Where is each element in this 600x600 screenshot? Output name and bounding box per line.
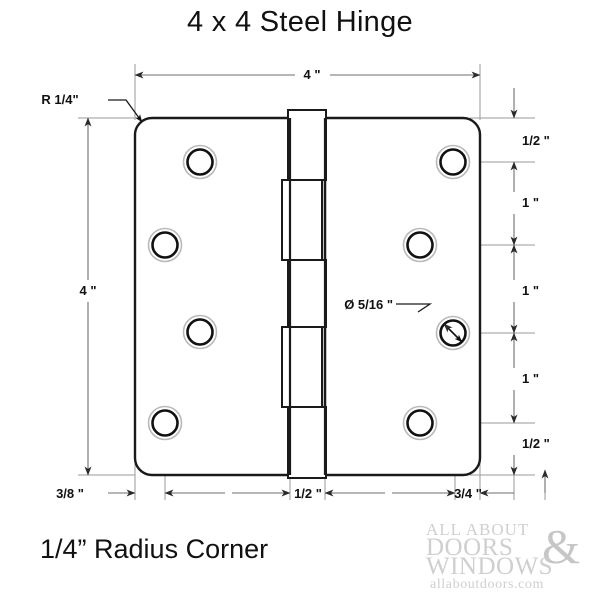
watermark-line-2: DOORS [426,534,514,561]
dim-bottom-1: 3/8 " [56,486,84,501]
watermark-logo: ALL ABOUT DOORS & WINDOWS allaboutdoors.… [424,520,596,592]
dimension-labels: 4 " 4 " 1/2 " 1 " 1 " 1 " 1/2 " 3/8 " 1/… [41,67,549,501]
watermark-ampersand: & [542,519,581,574]
dim-top-width: 4 " [303,67,320,82]
figure-caption: 1/4” Radius Corner [40,534,269,564]
dim-right-1: 1/2 " [522,133,550,148]
screw-hole [402,405,438,441]
screw-hole [182,144,218,180]
dim-right-2: 1 " [522,195,539,210]
screw-hole [402,227,438,263]
diameter-leader [396,303,433,313]
dim-right-3: 1 " [522,283,539,298]
dim-bottom-2: 1/2 " [294,486,322,501]
dim-right-5: 1/2 " [522,436,550,451]
screw-hole [147,405,183,441]
dimension-lines [84,71,549,497]
dim-right-4: 1 " [522,371,539,386]
page-title: 4 x 4 Steel Hinge [187,6,413,38]
hinge-knuckle [281,109,327,479]
watermark-domain: allaboutdoors.com [430,577,545,592]
watermark-line-3: WINDOWS [426,553,554,580]
dim-left-height: 4 " [79,283,96,298]
hinge-outline [133,116,482,477]
radius-callout-label: R 1/4" [41,92,78,107]
screw-hole-dimensioned [435,315,471,351]
screw-holes-right-leaf [402,144,471,441]
screw-hole [147,227,183,263]
screw-hole [435,144,471,180]
dim-bottom-3: 3/4 " [454,486,482,501]
diameter-callout-label: Ø 5/16 " [344,297,393,312]
screw-hole [182,314,218,350]
leader-lines [108,99,433,313]
screw-holes-left-leaf [147,144,218,441]
watermark-line-1: ALL ABOUT [426,520,530,539]
radius-leader [108,99,143,123]
